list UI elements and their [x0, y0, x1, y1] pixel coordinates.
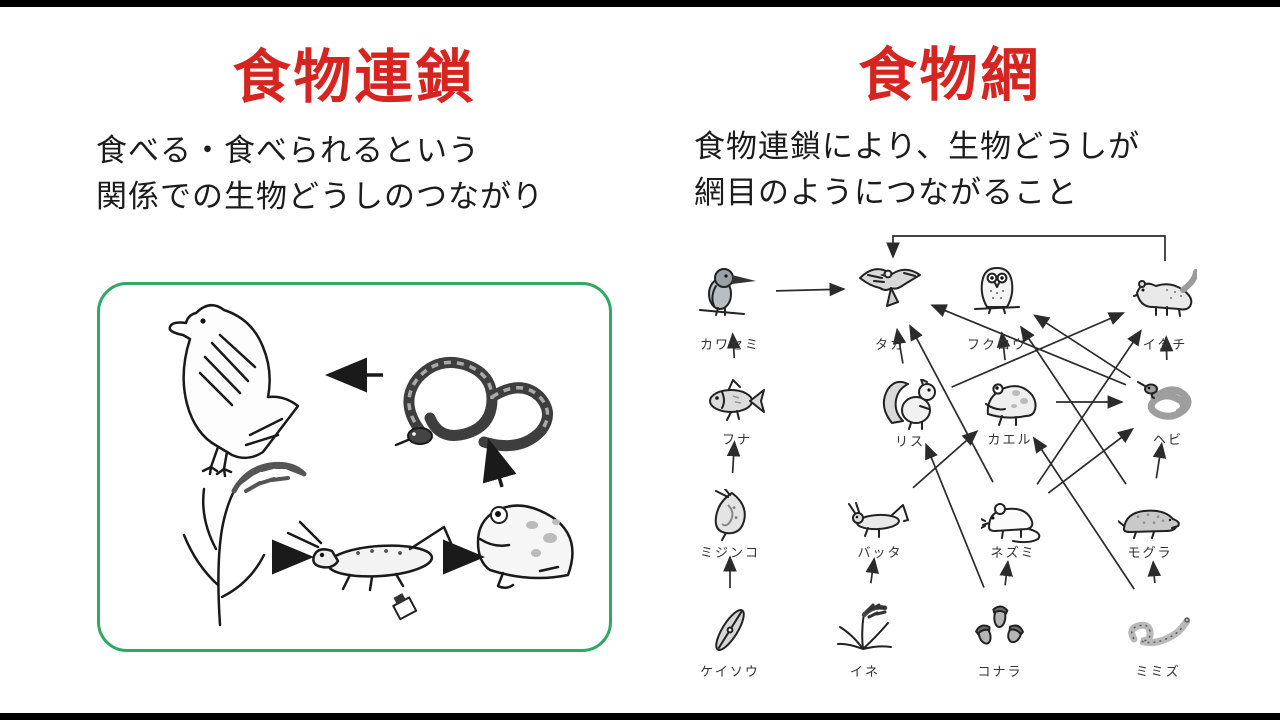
- web-node-kawasemi: カワセミ: [699, 268, 760, 352]
- web-edge-hebi-taka: [930, 304, 1127, 386]
- web-label-mogura: モグラ: [1127, 545, 1172, 560]
- web-label-funa: フナ: [722, 432, 752, 447]
- web-edge-mimizu-mogura: [1147, 560, 1162, 584]
- web-edge-nezumi-hebi: [1047, 427, 1135, 494]
- ink-doodle: [392, 593, 418, 621]
- web-edge-risu-taka: [892, 327, 907, 364]
- web-edge-risu-itachi: [951, 312, 1125, 388]
- web-edge-hebi-itachi: [1159, 335, 1174, 361]
- diatom-icon: [710, 605, 750, 655]
- food-chain-diagram: [97, 282, 612, 652]
- grass-illustration: [182, 461, 307, 627]
- web-label-mimizu: ミミズ: [1135, 664, 1180, 679]
- food-chain-definition: 食べる・食べられるという 関係での生物どうしのつながり: [96, 128, 544, 220]
- web-node-mimizu: ミミズ: [1132, 618, 1189, 679]
- letterbox-bottom: [0, 713, 1280, 720]
- web-node-keisou: ケイソウ: [700, 605, 760, 679]
- web-label-risu: リス: [895, 434, 925, 449]
- web-label-fukurou: フクロウ: [967, 337, 1027, 352]
- web-node-kaeru: カエル: [985, 383, 1037, 447]
- snake-illustration: [394, 356, 553, 452]
- fish-icon: [709, 379, 765, 421]
- kingfisher-icon: [699, 268, 757, 316]
- web-label-batta: バッタ: [857, 545, 902, 560]
- web-edge-mimizu-kaeru: [1032, 436, 1135, 590]
- web-edges: [723, 235, 1174, 590]
- weasel-icon: [1134, 272, 1196, 316]
- web-label-keisou: ケイソウ: [700, 664, 760, 679]
- food-web-title: 食物網: [858, 43, 1042, 108]
- grasshopper-icon: [848, 502, 909, 538]
- hawk-icon: [859, 268, 921, 307]
- owl-icon: [974, 267, 1020, 314]
- grasshopper-illustration: [286, 520, 459, 621]
- mole-icon: [1118, 509, 1180, 539]
- eagle-illustration: [168, 304, 300, 478]
- frog-illustration: [476, 504, 574, 589]
- earthworm-icon: [1132, 618, 1189, 643]
- web-label-mijinko: ミジンコ: [700, 545, 760, 560]
- web-label-ine: イネ: [850, 664, 880, 679]
- web-edge-konara-risu: [925, 442, 985, 588]
- food-chain-title: 食物連鎖: [232, 45, 477, 110]
- web-label-taka: タカ: [875, 337, 905, 352]
- food-chain-art: [168, 304, 574, 627]
- web-node-risu: リス: [882, 379, 936, 449]
- web-edge-funa-kawasemi: [726, 332, 741, 359]
- arrow-frog-to-snake: [482, 438, 517, 488]
- web-node-nezumi: ネズミ: [981, 503, 1041, 560]
- web-edge-ine-batta: [865, 557, 879, 584]
- acorn-icon: [974, 605, 1026, 647]
- web-edge-kawasemi-taka: [775, 282, 846, 297]
- letterbox-top: [0, 0, 1280, 7]
- web-edge-mogura-fukurou: [1020, 325, 1127, 485]
- web-node-funa: フナ: [709, 379, 765, 447]
- web-node-itachi: イタチ: [1134, 272, 1196, 352]
- food-web-diagram: カワセミ タカ フクロウ イタチフナ リス カエル ヘビミジンコ バッタ ネズミ モグラケイソウ イ…: [660, 225, 1280, 705]
- food-web-definition-line2: 網目のようにつながること: [694, 175, 1078, 210]
- web-node-ine: イネ: [838, 605, 891, 679]
- food-chain-definition-line1: 食べる・食べられるという: [96, 133, 480, 168]
- web-edge-mogura-hebi: [1152, 441, 1167, 479]
- web-label-itachi: イタチ: [1143, 337, 1187, 352]
- web-edge-batta-kaeru: [912, 430, 979, 489]
- food-web-definition: 食物連鎖により、生物どうしが 網目のようにつながること: [694, 124, 1140, 216]
- web-label-hebi: ヘビ: [1153, 432, 1183, 447]
- web-edge-hebi-fukurou: [1033, 314, 1131, 379]
- web-edge-konara-nezumi: [999, 560, 1013, 586]
- mouse-icon: [981, 503, 1041, 544]
- waterflea-icon: [714, 489, 746, 541]
- web-node-konara: コナラ: [974, 605, 1026, 679]
- web-node-fukurou: フクロウ: [967, 267, 1027, 352]
- rice-icon: [838, 605, 891, 649]
- web-label-nezumi: ネズミ: [990, 545, 1035, 560]
- web-node-hebi: ヘビ: [1138, 382, 1188, 447]
- squirrel-icon: [882, 379, 936, 430]
- frog-icon: [985, 383, 1037, 426]
- web-edge-kaeru-fukurou: [996, 331, 1011, 361]
- snake-icon: [1138, 382, 1188, 416]
- web-edge-nezumi-taka: [909, 324, 994, 483]
- web-label-konara: コナラ: [977, 664, 1022, 679]
- web-edge-itachi-taka: [886, 235, 1166, 261]
- food-chain-definition-line2: 関係での生物どうしのつながり: [96, 179, 544, 214]
- food-web-definition-line1: 食物連鎖により、生物どうしが: [694, 129, 1141, 164]
- web-label-kawasemi: カワセミ: [700, 337, 760, 352]
- web-label-kaeru: カエル: [987, 432, 1032, 447]
- web-node-mogura: モグラ: [1118, 509, 1180, 560]
- web-edge-mijinko-funa: [726, 440, 741, 474]
- web-node-taka: タカ: [859, 268, 921, 352]
- web-node-mijinko: ミジンコ: [700, 489, 760, 560]
- web-edge-nezumi-itachi: [1036, 329, 1142, 485]
- web-node-batta: バッタ: [848, 502, 909, 560]
